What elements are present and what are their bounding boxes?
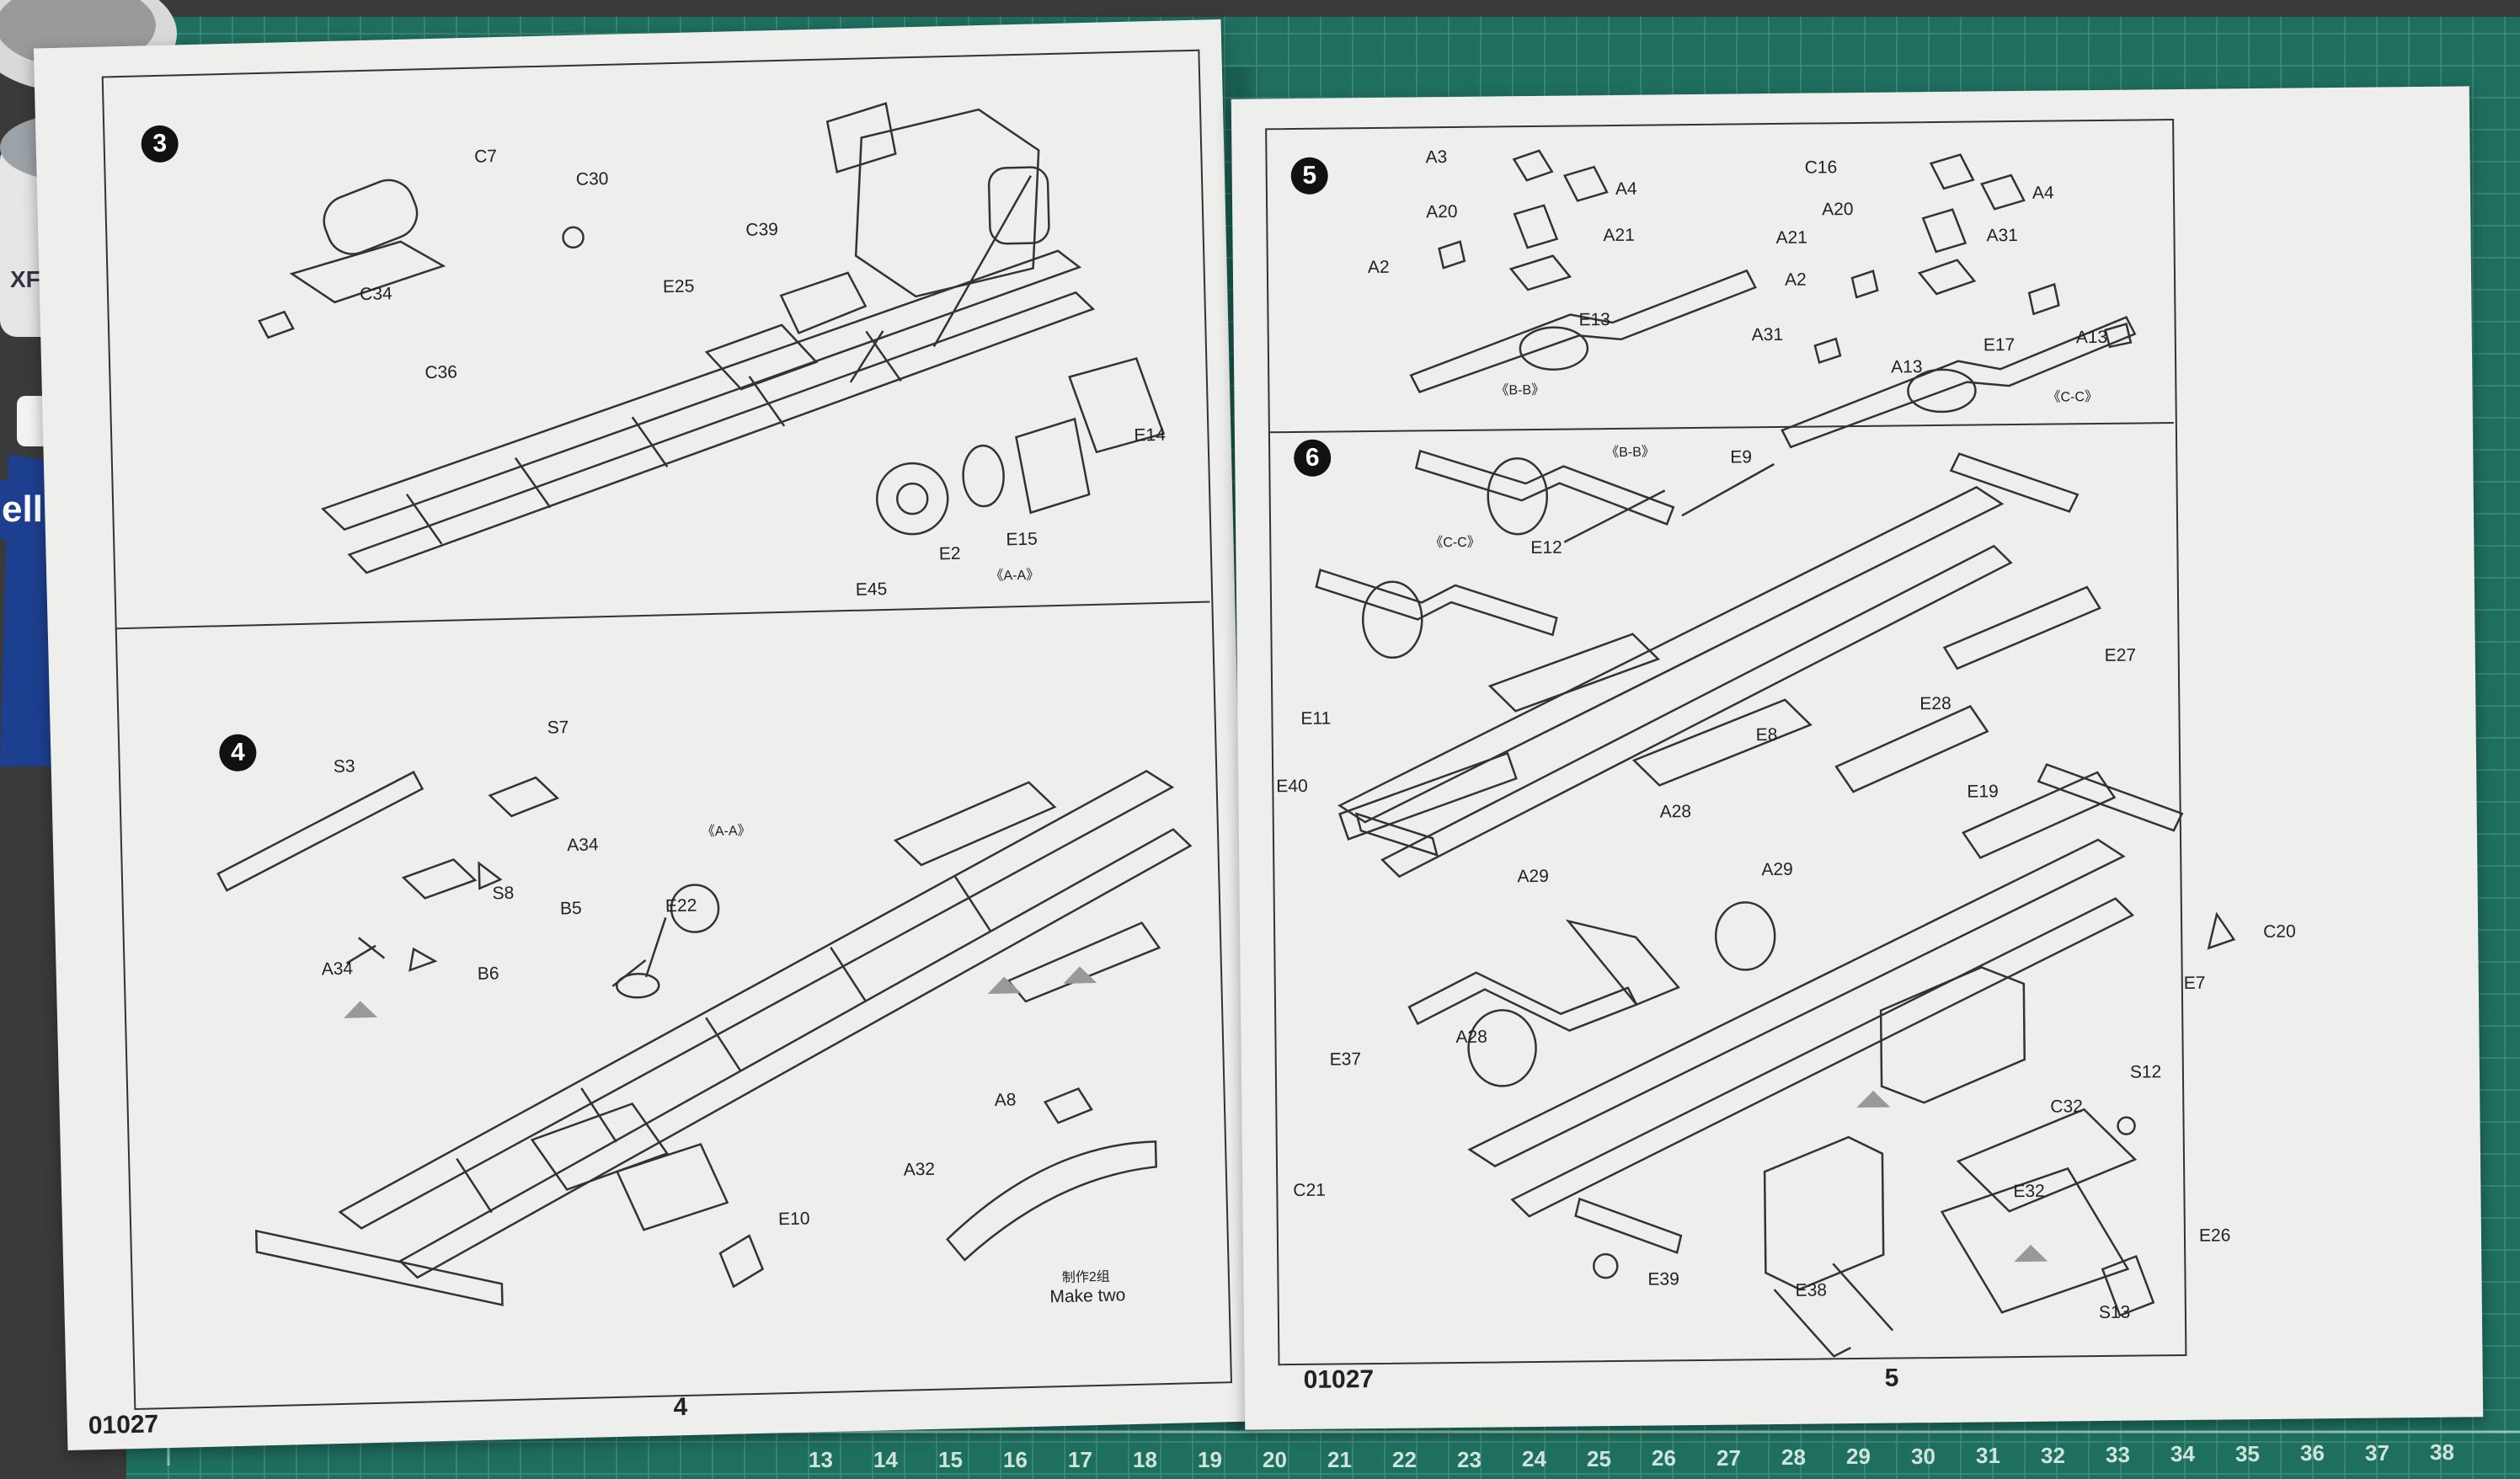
ruler-tick-label: 33 — [2106, 1442, 2130, 1467]
part-b6: B6 — [477, 964, 499, 984]
part-e26: E26 — [2198, 1225, 2231, 1246]
part-e28: E28 — [1919, 693, 1951, 714]
part-a29-right: A29 — [1761, 859, 1793, 880]
part-c20: C20 — [2263, 921, 2296, 942]
instruction-page-left: 3 — [33, 19, 1256, 1450]
part-s12: S12 — [2129, 1062, 2162, 1082]
view-aa-label-step4: 《A-A》 — [701, 823, 751, 840]
instruction-page-right: 5 — [1231, 86, 2484, 1430]
ruler-tick-label: 36 — [2300, 1440, 2325, 1466]
part-a34-bottom: A34 — [321, 958, 354, 980]
part-e37: E37 — [1329, 1049, 1362, 1070]
part-a28-bottom: A28 — [1455, 1027, 1487, 1048]
step-4-diagram — [216, 769, 1193, 1306]
ruler-tick-label: 17 — [1068, 1447, 1092, 1472]
part-e8: E8 — [1755, 724, 1778, 745]
part-e32: E32 — [2013, 1181, 2045, 1202]
ruler-tick-label: 14 — [873, 1447, 898, 1472]
step-3-diagram — [258, 102, 1166, 574]
part-c32: C32 — [2050, 1097, 2083, 1117]
part-e9: E9 — [1730, 447, 1753, 467]
ruler-tick-label: 35 — [2235, 1440, 2260, 1466]
ruler-tick-label: 22 — [1392, 1447, 1417, 1472]
ruler-tick-label: 13 — [809, 1447, 833, 1472]
part-a8: A8 — [994, 1090, 1017, 1110]
ruler-tick-label: 23 — [1457, 1447, 1482, 1472]
ruler-tick-label: 16 — [1003, 1447, 1028, 1472]
ruler-tick-label: 38 — [2430, 1439, 2454, 1465]
part-e38: E38 — [1795, 1280, 1828, 1300]
glue-tube-label: ell — [2, 489, 43, 530]
catalog-number-right: 01027 — [1303, 1365, 1375, 1394]
part-e39: E39 — [1647, 1269, 1679, 1289]
ruler-tick-label: 29 — [1846, 1444, 1871, 1470]
ruler-tick-label: 37 — [2365, 1439, 2389, 1466]
part-a32: A32 — [903, 1159, 936, 1180]
part-e22: E22 — [665, 895, 697, 916]
ruler-tick-label: 27 — [1716, 1444, 1741, 1471]
ruler-tick-label: 32 — [2041, 1442, 2065, 1468]
view-bb-label-step6: 《B-B》 — [1605, 445, 1655, 461]
part-e11: E11 — [1300, 708, 1332, 729]
page-number-right: 5 — [1884, 1364, 1899, 1392]
part-e40: E40 — [1276, 776, 1308, 797]
part-s3: S3 — [333, 756, 355, 777]
part-e10: E10 — [777, 1209, 810, 1230]
ruler-tick-label: 20 — [1263, 1447, 1287, 1472]
part-s8: S8 — [492, 883, 515, 904]
part-e12: E12 — [1530, 537, 1562, 558]
ruler-tick-label: 26 — [1652, 1445, 1676, 1471]
catalog-number-left: 01027 — [88, 1410, 159, 1440]
part-a28-top: A28 — [1659, 802, 1692, 822]
make-two-en: Make two — [1049, 1285, 1126, 1307]
ruler-tick-label: 24 — [1522, 1446, 1546, 1472]
part-e27: E27 — [2104, 645, 2137, 665]
page-number-left: 4 — [673, 1392, 688, 1422]
ruler-tick-label: 25 — [1587, 1445, 1611, 1471]
ruler-tick-label: 28 — [1781, 1444, 1806, 1470]
ruler-tick-label: 21 — [1327, 1447, 1352, 1472]
view-cc-label-step6: 《C-C》 — [1429, 535, 1481, 551]
part-e19: E19 — [1967, 782, 1999, 802]
ruler-tick-label: 18 — [1133, 1447, 1157, 1472]
ruler-tick-label: 30 — [1911, 1443, 1935, 1469]
part-s7: S7 — [547, 718, 569, 738]
part-e7: E7 — [2183, 973, 2206, 993]
ruler-tick-label: 34 — [2170, 1441, 2195, 1467]
step-5-diagram — [1409, 149, 2137, 449]
ruler-tick-label: 19 — [1198, 1447, 1222, 1472]
part-b5: B5 — [559, 898, 582, 919]
part-s13: S13 — [2098, 1302, 2131, 1323]
ruler-tick-label: 31 — [1976, 1443, 2000, 1469]
step-6-diagram — [1315, 449, 2236, 1358]
part-a29-left: A29 — [1517, 866, 1549, 887]
make-two-cn: 制作2组 — [1061, 1269, 1111, 1286]
ruler-tick-label: 15 — [938, 1447, 963, 1472]
part-a34-top: A34 — [566, 835, 599, 856]
part-c21: C21 — [1293, 1180, 1326, 1201]
